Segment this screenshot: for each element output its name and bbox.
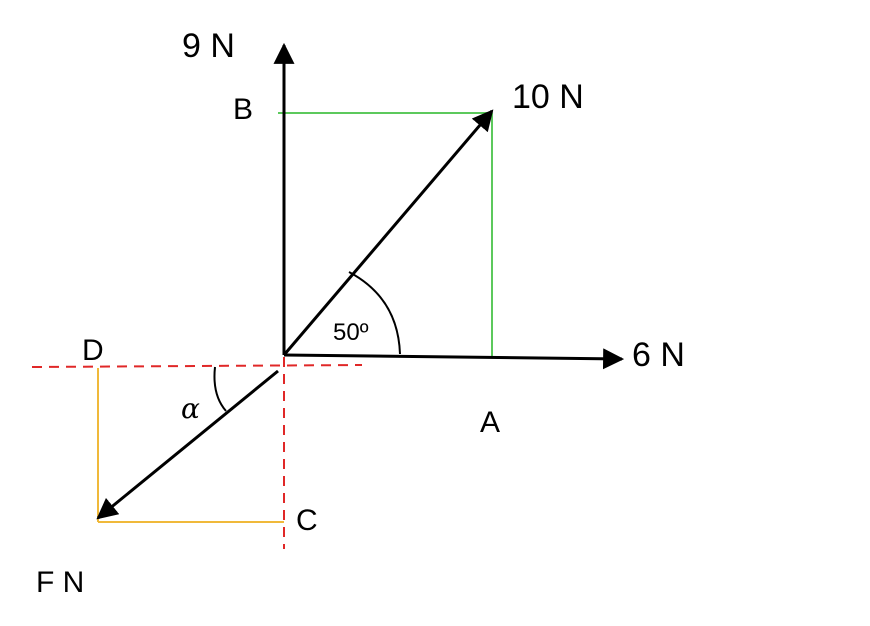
label-9n: 9 N [182, 27, 235, 65]
label-6n: 6 N [632, 336, 685, 374]
vector-f [96, 369, 279, 520]
label-10n: 10 N [512, 78, 584, 116]
label-point-a: A [480, 406, 500, 439]
label-angle-50: 50º [333, 319, 369, 346]
label-point-d: D [82, 334, 104, 367]
label-f-n: F N [36, 566, 84, 599]
dashed-horizontal-line [31, 364, 363, 368]
vector-6n [283, 348, 625, 370]
vector-10n [282, 109, 494, 356]
label-point-c: C [296, 504, 318, 537]
angle-arc-50 [348, 271, 401, 355]
label-point-b: B [233, 93, 253, 126]
angle-arc-alpha [213, 366, 227, 412]
label-angle-alpha: α [181, 392, 200, 425]
